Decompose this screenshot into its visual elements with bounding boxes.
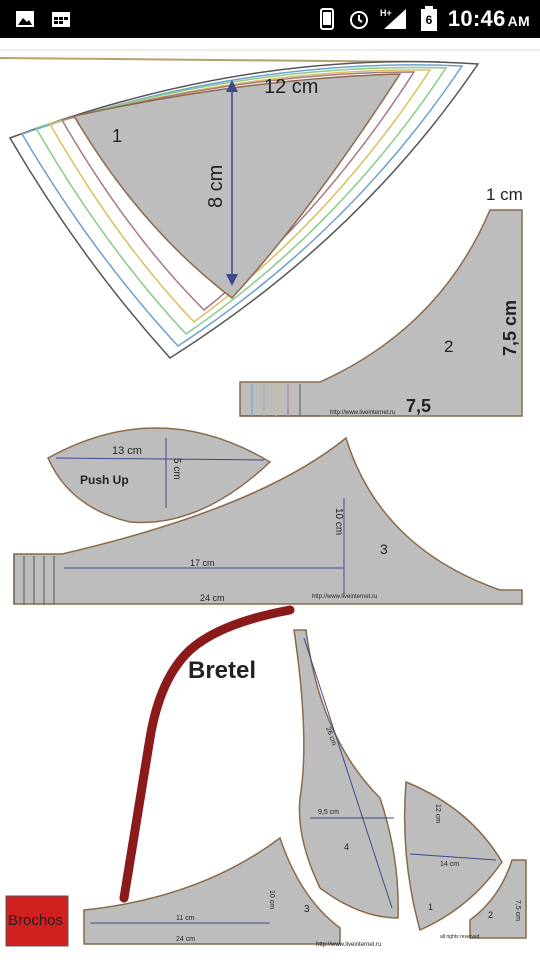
piece-3-watermark: http://www.liveinternet.ru [312, 594, 377, 600]
cup-height: 12 cm [434, 804, 441, 823]
image-icon [16, 11, 34, 27]
closure: Brochos [5, 895, 69, 947]
tall-width: 9,5 cm [318, 809, 339, 816]
tall-number: 4 [344, 842, 349, 852]
pushup-title: Push Up [80, 473, 129, 487]
battery-icon: 6 [420, 6, 437, 31]
piece-1-width: 12 cm [264, 76, 318, 98]
lower-rights: all rights reserved [440, 934, 480, 940]
small-height: 7,5 cm [514, 900, 521, 921]
lower-pieces: 11 cm 24 cm 10 cm 3 26 cm 9,5 cm 4 12 cm… [83, 629, 527, 948]
piece-1: 1 12 cm 8 cm [8, 60, 480, 359]
piece-2-number: 2 [444, 337, 453, 356]
pushup-height: 5 cm [171, 458, 182, 480]
piece-3-height: 10 cm [333, 508, 344, 535]
bra-pattern-diagram: 1 12 cm 8 cm 1 cm 7,5 cm 2 7,5 http://ww… [0, 49, 540, 948]
phone-icon [319, 8, 334, 30]
lower-watermark: http://www.liveinternet.ru [316, 942, 381, 948]
band-number: 3 [304, 904, 310, 915]
piece-1-height: 8 cm [205, 165, 227, 208]
closure-label: Brochos [8, 912, 63, 929]
sim-badge: 6 [426, 13, 433, 27]
piece-3-number: 3 [380, 541, 388, 557]
pushup-width: 13 cm [112, 445, 142, 457]
strap: Bretel [119, 605, 295, 903]
piece-2-top: 1 cm [486, 185, 523, 204]
pattern-image[interactable]: 1 12 cm 8 cm 1 cm 7,5 cm 2 7,5 http://ww… [0, 38, 540, 960]
piece-2-height: 7,5 cm [500, 300, 520, 356]
cup1-number: 1 [428, 902, 433, 912]
strap-label: Bretel [188, 657, 256, 684]
band-height: 10 cm [268, 890, 275, 909]
pushup-piece: 13 cm 5 cm Push Up [47, 427, 272, 524]
calendar-icon [52, 12, 70, 27]
piece-2-watermark: http://www.liveinternet.ru [330, 410, 395, 416]
piece-3-inner: 17 cm [190, 558, 215, 568]
band-inner: 11 cm [176, 915, 195, 922]
band-outer: 24 cm [176, 936, 195, 943]
cup-width: 14 cm [440, 861, 459, 868]
signal-icon: H+ [380, 8, 406, 29]
piece-3-outer: 24 cm [200, 593, 225, 603]
cup2-number: 2 [488, 910, 493, 920]
piece-3: 17 cm 24 cm 10 cm 3 http://www.liveinter… [13, 436, 523, 605]
piece-2-bottom: 7,5 [406, 396, 431, 416]
piece-2: 1 cm 7,5 cm 2 7,5 http://www.liveinterne… [239, 185, 523, 417]
piece-1-number: 1 [112, 126, 122, 146]
network-type: H+ [380, 8, 392, 18]
alarm-icon [349, 11, 368, 29]
